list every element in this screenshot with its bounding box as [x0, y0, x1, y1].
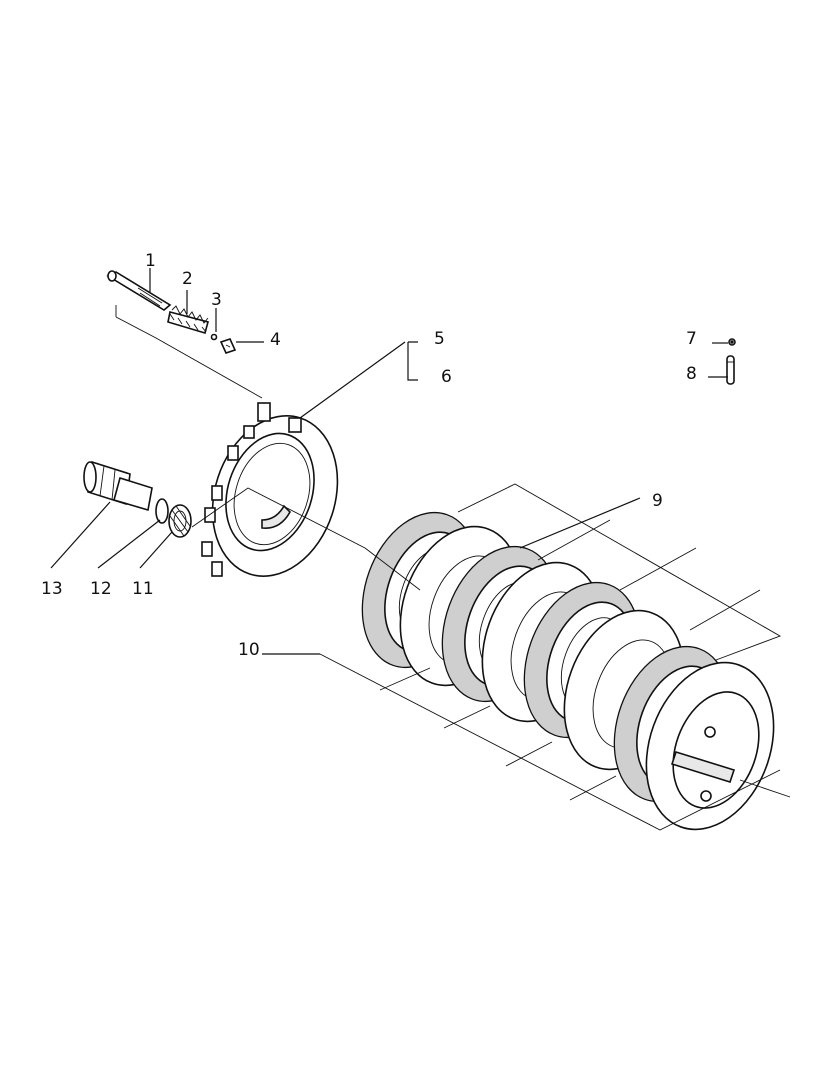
callout-11: 11 [132, 579, 154, 599]
part-3-ball [210, 333, 218, 341]
callout-2: 2 [182, 269, 193, 289]
callout-3: 3 [211, 290, 222, 310]
part-11-bearing [168, 504, 192, 538]
callout-10: 10 [238, 640, 260, 660]
pin-assembly [106, 270, 263, 399]
callout-8: 8 [686, 364, 697, 384]
callout-9: 9 [652, 491, 663, 511]
callout-4: 4 [270, 330, 281, 350]
part-1-pin [106, 270, 172, 311]
pressure-ring [201, 402, 339, 577]
part-13-shaft [83, 460, 153, 512]
shaft-bearing-assembly [83, 460, 366, 549]
callout-5: 5 [434, 329, 445, 349]
part-7-nut [728, 338, 736, 346]
callout-12: 12 [90, 579, 112, 599]
part-2-spring [167, 305, 209, 335]
callout-7: 7 [686, 329, 697, 349]
part-8-pin [726, 355, 735, 385]
callout-6: 6 [441, 367, 452, 387]
front-steel-disc [645, 661, 775, 831]
part-12-ring [155, 498, 169, 524]
leader-lines [50, 268, 782, 831]
clutch-disc-stack [361, 511, 791, 831]
callout-13: 13 [41, 579, 63, 599]
callout-labels: 1 2 3 4 5 6 7 8 9 10 11 12 13 [41, 251, 697, 660]
callout-1: 1 [145, 251, 156, 271]
part-4-cap [219, 338, 237, 354]
